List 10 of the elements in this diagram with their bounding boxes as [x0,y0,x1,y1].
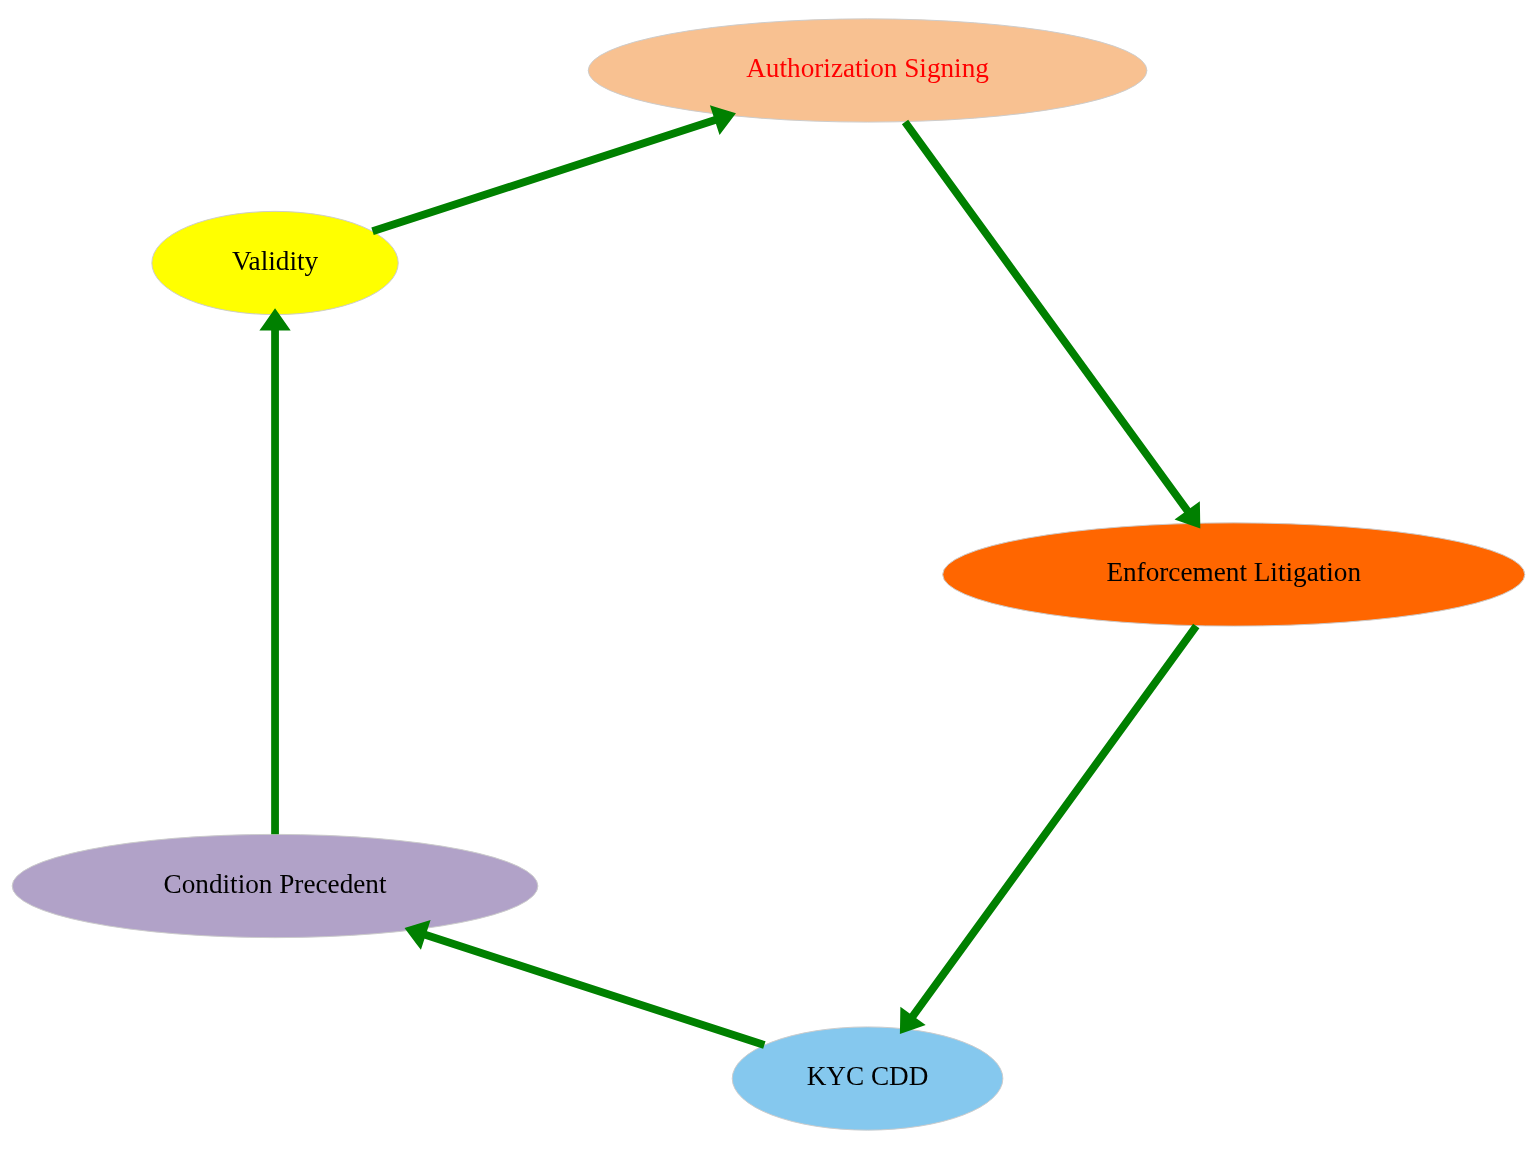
node-ellipse: Validity [151,210,399,316]
arrow [901,119,1201,529]
arrow [259,308,291,835]
arrow [899,623,1200,1034]
node-ellipse: Condition Precedent [11,833,539,939]
node-ellipse: Enforcement Litigation [942,522,1526,627]
node-ellipse: Authorization Signing [587,18,1148,123]
node-ellipse: KYC CDD [731,1026,1004,1131]
arrow [371,105,736,235]
arrow [404,920,766,1049]
